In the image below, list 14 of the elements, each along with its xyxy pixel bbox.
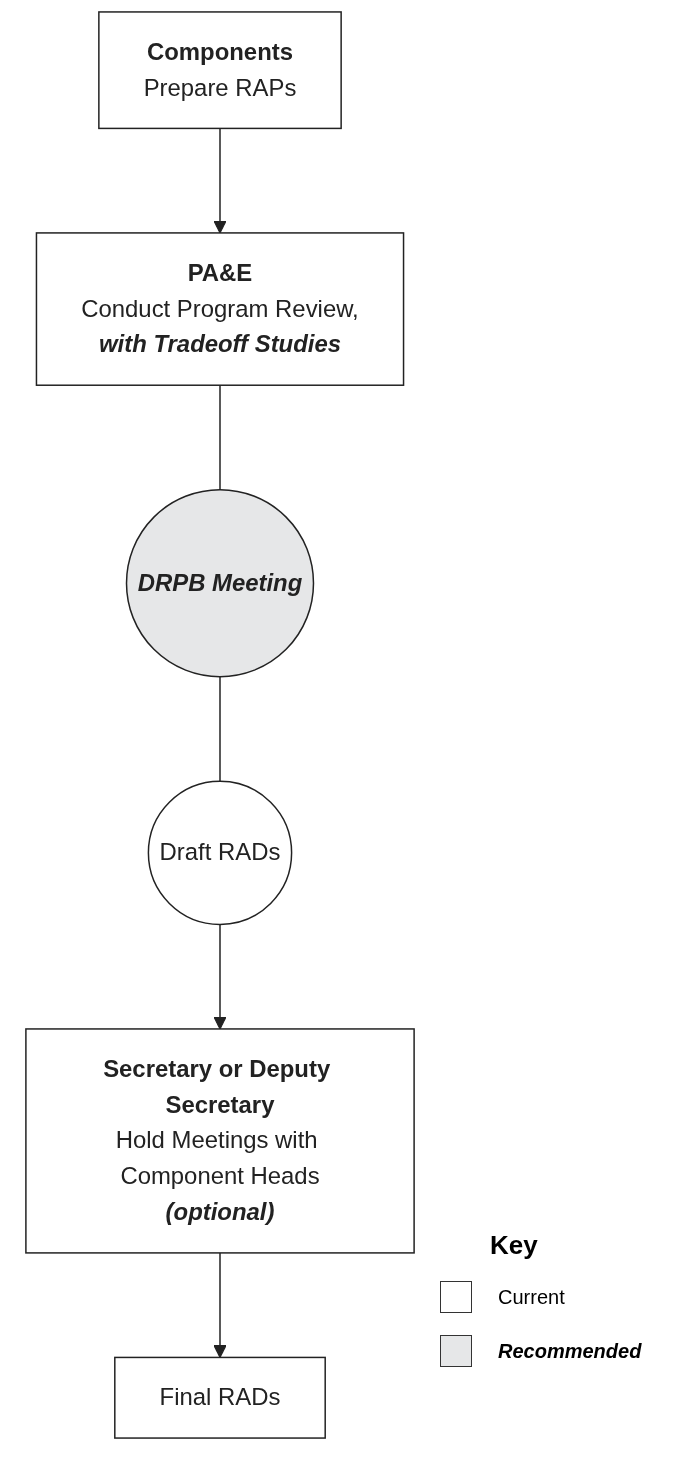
node-circle: Draft RADs [147, 780, 293, 926]
node-box: Secretary or Deputy Secretary Hold Meetings with Component Heads (optional) [25, 1028, 415, 1254]
node-box: PA&E Conduct Program Review, with Tradeoff Studies [35, 232, 405, 386]
arrow [213, 1252, 227, 1359]
node-box: Components Prepare RAPs [98, 11, 342, 130]
legend-title: Key [490, 1230, 538, 1261]
arrow [213, 127, 227, 234]
connector [219, 675, 221, 782]
connector [219, 384, 221, 491]
node-box: Final RADs [114, 1356, 326, 1439]
node-circle: DRPB Meeting [125, 489, 315, 678]
legend-label: Recommended [498, 1339, 642, 1363]
arrow [213, 923, 227, 1030]
legend-label: Current [498, 1285, 565, 1309]
